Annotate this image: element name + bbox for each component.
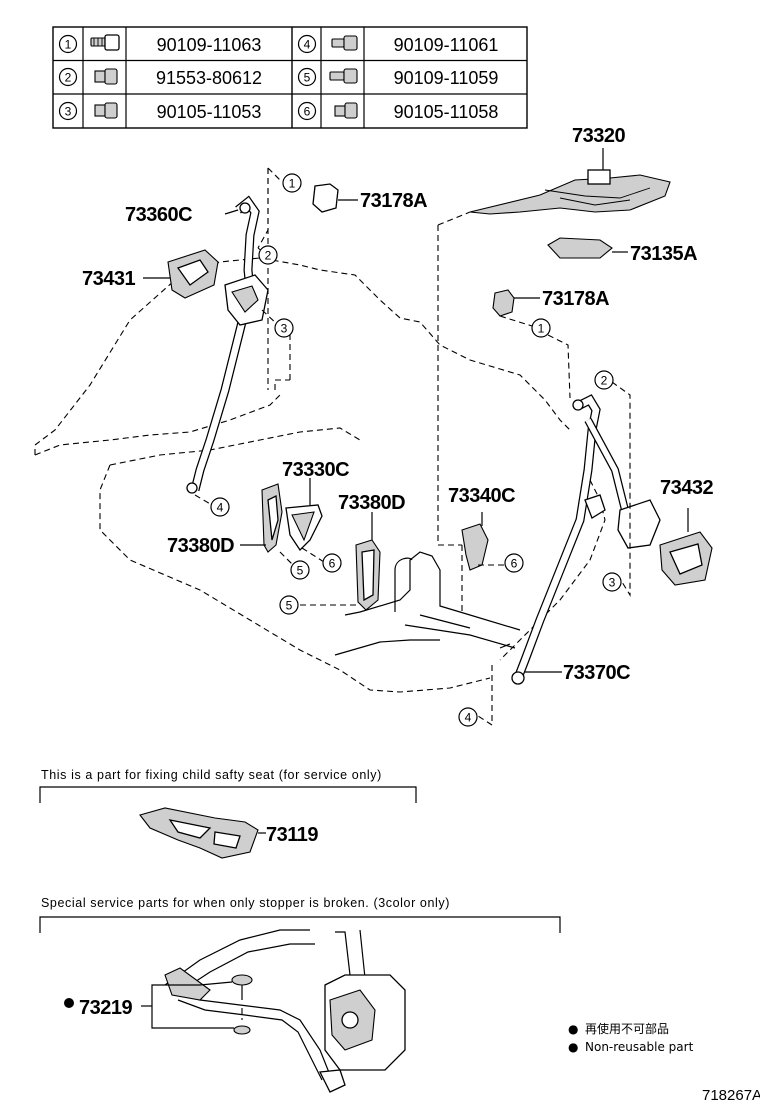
table-part-number: 91553-80612 xyxy=(156,68,262,88)
rear-seat-belt-left-outer xyxy=(190,195,260,492)
part-label-73119: 73119 xyxy=(266,824,318,846)
legend-japanese: 再使用不可部品 xyxy=(585,1021,669,1036)
trim-cap xyxy=(547,237,613,259)
rear-seat-belt-right-outer xyxy=(513,394,601,680)
part-label-73135a: 73135A xyxy=(630,243,697,265)
table-part-number: 90105-11053 xyxy=(157,102,262,122)
part-label-73380d-center: 73380D xyxy=(338,492,405,514)
callout-number: 4 xyxy=(217,501,224,515)
callout-circle xyxy=(297,67,317,87)
stopper-rivet xyxy=(231,974,253,986)
package-tray-cover xyxy=(469,174,671,215)
callout-number: 2 xyxy=(601,374,608,388)
child-seat-section: This is a part for fixing child safty se… xyxy=(39,768,417,859)
callout-number: 5 xyxy=(286,599,293,613)
callout-number: 6 xyxy=(511,557,518,571)
figure-number: 718267A xyxy=(702,1087,760,1104)
seat-cushion-top-outline xyxy=(109,427,361,466)
seat-back-lower-outline xyxy=(34,394,281,456)
part-label-73219: 73219 xyxy=(79,997,132,1019)
callout-number: 5 xyxy=(297,564,304,578)
belt-guide-cap-right xyxy=(492,289,515,317)
callout-circle xyxy=(58,34,78,54)
table-index: 6 xyxy=(304,105,311,119)
callout-number: 3 xyxy=(281,322,288,336)
seat-cushion-outline xyxy=(99,464,491,693)
table-index: 5 xyxy=(304,71,311,85)
bolt-icon xyxy=(331,35,358,51)
bolt-icon xyxy=(94,102,118,119)
table-part-number: 90109-11061 xyxy=(394,35,499,55)
callout-number: 1 xyxy=(538,322,545,336)
table-row: 2 91553-80612 5 90109-11059 xyxy=(58,67,499,88)
legend: ● 再使用不可部品 ● Non-reusable part xyxy=(568,1021,694,1054)
bolt-icon xyxy=(90,34,120,51)
seat-frame xyxy=(344,551,521,631)
part-label-73330c: 73330C xyxy=(282,459,349,481)
bolt-icon xyxy=(329,68,358,84)
seat-back-outline xyxy=(34,257,571,455)
callout-circle xyxy=(297,34,317,54)
belt-guide-cap-left xyxy=(312,183,339,213)
callout-number: 1 xyxy=(289,177,296,191)
part-label-73370c: 73370C xyxy=(563,662,630,684)
legend-english: Non-reusable part xyxy=(585,1040,694,1054)
part-label-73178a-left: 73178A xyxy=(360,190,427,212)
legend-bullet: ● xyxy=(568,1022,578,1036)
table-index: 1 xyxy=(65,38,72,52)
part-label-73360c: 73360C xyxy=(125,204,192,226)
part-label-73380d-left: 73380D xyxy=(167,535,234,557)
stopper-note: Special service parts for when only stop… xyxy=(41,896,450,910)
part-label-73340c: 73340C xyxy=(448,485,515,507)
table-index: 3 xyxy=(65,105,72,119)
callout-number: 3 xyxy=(609,576,616,590)
stopper-washer xyxy=(233,1025,251,1035)
table-index: 4 xyxy=(304,38,311,52)
stopper-section: Special service parts for when only stop… xyxy=(39,896,561,1093)
part-label-73432: 73432 xyxy=(660,477,713,499)
bolt-icon xyxy=(334,102,358,119)
table-part-number: 90109-11063 xyxy=(157,35,262,55)
callout-circle xyxy=(58,67,78,87)
table-part-number: 90109-11059 xyxy=(394,68,499,88)
table-row: 1 90109-11063 4 90109-11061 xyxy=(58,34,499,55)
table-index: 2 xyxy=(65,71,72,85)
part-labels: 73320 73178A 73360C 73135A 73431 73178A … xyxy=(82,125,714,684)
bolt-icon xyxy=(94,68,118,85)
callout-circle xyxy=(297,101,317,121)
non-reusable-marker xyxy=(64,998,74,1008)
fastener-table: 1 90109-11063 4 90109-11061 2 xyxy=(52,26,528,129)
legend-bullet: ● xyxy=(568,1040,578,1054)
buckle-73340C xyxy=(461,523,489,571)
callout-number: 4 xyxy=(465,711,472,725)
retractor-right xyxy=(617,499,661,549)
part-label-73431: 73431 xyxy=(82,268,135,290)
assembly-drawing xyxy=(34,148,713,727)
part-label-73178a-right: 73178A xyxy=(542,288,609,310)
callout-number: 2 xyxy=(265,249,272,263)
table-part-number: 90105-11058 xyxy=(394,102,499,122)
part-label-73320: 73320 xyxy=(572,125,625,147)
callouts: 1 2 3 4 5 6 5 6 1 2 3 4 xyxy=(210,173,622,727)
stopper-plate xyxy=(164,967,211,1001)
callout-number: 6 xyxy=(329,557,336,571)
child-seat-note: This is a part for fixing child safty se… xyxy=(41,768,382,782)
table-row: 3 90105-11053 6 90105-11058 xyxy=(58,101,499,122)
callout-circle xyxy=(58,101,78,121)
